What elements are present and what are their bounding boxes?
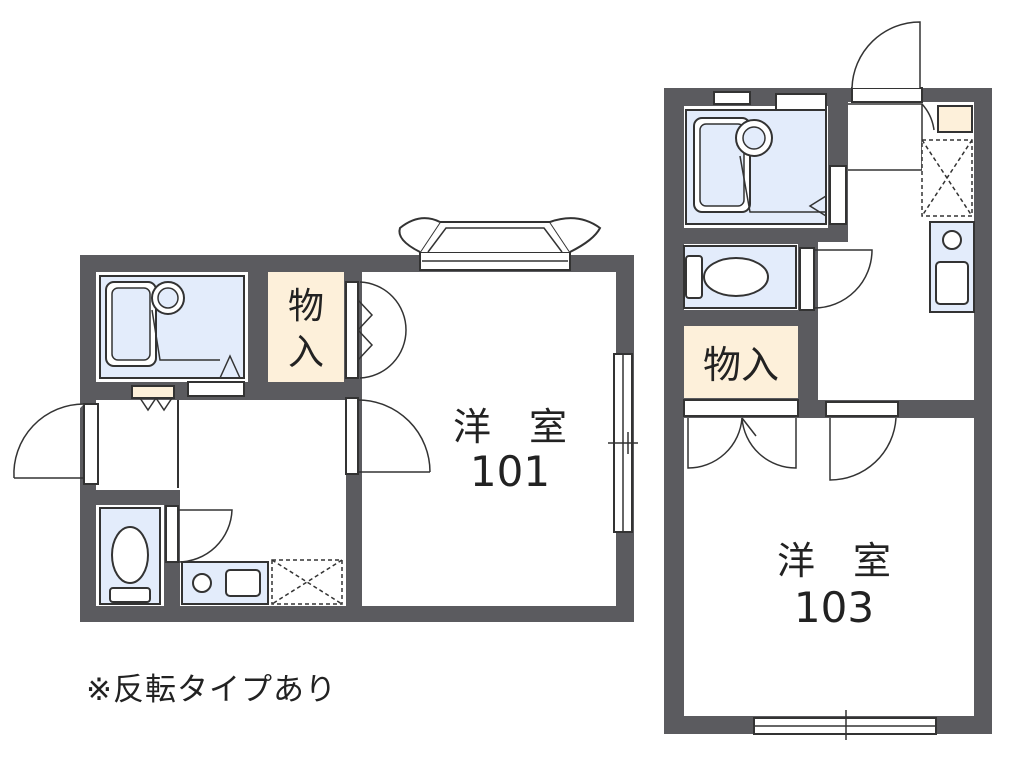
unit-101-storage-label-1: 物 (288, 286, 324, 327)
unit-103-vent-1 (713, 91, 751, 105)
unit-101-hall (96, 400, 346, 490)
unit-103-main-room (684, 418, 974, 716)
unit-101-storage (268, 272, 344, 382)
unit-101-unit-bath (99, 275, 245, 379)
unit-101-toilet-door (165, 505, 233, 563)
unit-103-room-door (825, 401, 899, 481)
unit-101-room-number: 101 (470, 447, 550, 496)
unit-101-room-label: 洋 室 (453, 405, 567, 449)
unit-101-room-door (345, 397, 431, 475)
unit-103-toilet-door (799, 247, 873, 311)
unit-103-room-label: 洋 室 (777, 539, 891, 583)
unit-103-toilet (683, 245, 797, 309)
unit-101-kitchen (181, 559, 343, 605)
unit-101-storage-doors (345, 281, 407, 379)
unit-101-bath-door (187, 381, 245, 397)
unit-103-room-number: 103 (794, 583, 874, 632)
unit-103: 物入 洋 室 103 (664, 21, 992, 740)
unit-101-storage-label-2: 入 (288, 332, 324, 373)
unit-101-main-room (362, 272, 616, 606)
unit-103-unit-bath (685, 109, 827, 225)
unit-103-storage (684, 326, 798, 398)
unit-103-kitchen (929, 221, 975, 313)
unit-101-entry-door (13, 403, 99, 485)
unit-103-storage-label: 物入 (703, 343, 779, 387)
unit-103-storage-doors (683, 399, 799, 469)
unit-103-window (753, 710, 937, 740)
unit-101-toilet (99, 507, 161, 605)
unit-103-entry-door (851, 21, 923, 103)
unit-103-bath-door (829, 165, 847, 225)
unit-103-washer-space (921, 139, 973, 217)
unit-101-shelf (131, 385, 175, 399)
unit-101-bay-window (398, 217, 602, 271)
unit-101: 物 入 (13, 217, 638, 622)
reverse-type-note: ※反転タイプあり (86, 672, 337, 708)
unit-101-side-window (608, 353, 638, 533)
